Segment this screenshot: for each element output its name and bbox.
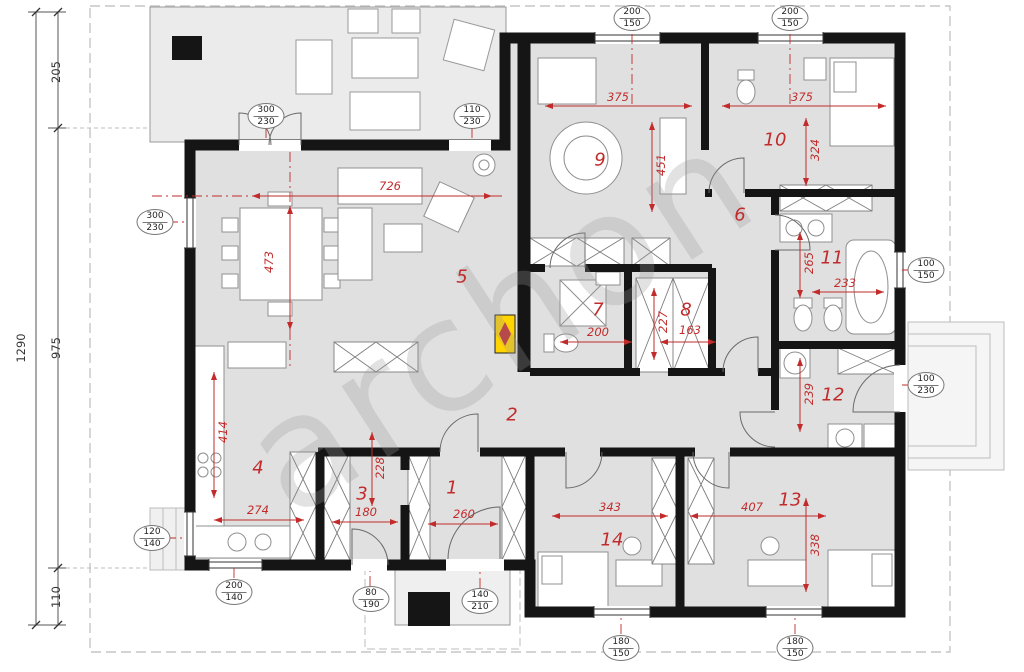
red-dimension-lines (152, 34, 912, 634)
edge-dimension-label: 975 (49, 337, 63, 359)
callout-width: 300 (142, 211, 168, 223)
dimension-label: 343 (599, 500, 621, 514)
callout-height: 230 (463, 116, 481, 127)
callout-width: 100 (913, 259, 939, 271)
room-number-3: 3 (356, 483, 368, 505)
room-number-7: 7 (592, 299, 604, 321)
windows (184, 32, 906, 618)
room-number-8: 8 (680, 299, 692, 321)
entrance-porch (364, 564, 521, 650)
furniture (193, 57, 897, 615)
dimension-label: 163 (679, 323, 701, 337)
dimension-label: 227 (656, 311, 670, 333)
dimension-label: 473 (262, 251, 276, 273)
dimension-label: 375 (791, 90, 813, 104)
callout-height: 150 (781, 18, 799, 29)
dimension-label: 451 (654, 154, 668, 176)
dimension-label: 375 (607, 90, 629, 104)
dimension-label: 414 (216, 421, 230, 443)
callout-height: 140 (143, 538, 161, 549)
room-number-4: 4 (252, 457, 264, 479)
roof-outline (89, 5, 951, 653)
dimension-label: 274 (247, 503, 269, 517)
callout-width: 110 (459, 105, 485, 117)
callout-width: 200 (777, 7, 803, 19)
dimension-chain (28, 7, 150, 630)
room-number-1: 1 (446, 477, 458, 499)
callout-height: 140 (225, 592, 243, 603)
callout-height: 150 (623, 18, 641, 29)
callout-width: 100 (913, 374, 939, 386)
callout-height: 190 (362, 599, 380, 610)
dimension-label: 260 (453, 507, 475, 521)
callout-height: 230 (257, 116, 275, 127)
dimension-label: 265 (802, 252, 816, 274)
edge-dimension-label: 110 (49, 586, 63, 608)
room-number-11: 11 (820, 247, 844, 269)
room-number-6: 6 (734, 204, 746, 226)
doors (238, 112, 901, 566)
room-number-13: 13 (778, 489, 802, 511)
callout-height: 150 (786, 648, 804, 659)
callout-height: 150 (612, 648, 630, 659)
dimension-label: 200 (587, 325, 609, 339)
callout-width: 140 (467, 590, 493, 602)
room-number-5: 5 (456, 266, 468, 288)
dimension-label: 228 (373, 457, 387, 479)
callout-height: 150 (917, 270, 935, 281)
callout-width: 80 (358, 588, 384, 600)
dimension-label: 324 (808, 139, 822, 161)
dimension-label: 726 (379, 179, 401, 193)
edge-dimension-label: 205 (49, 61, 63, 83)
callout-height: 230 (917, 385, 935, 396)
edge-dimension-label: 1290 (14, 333, 28, 363)
room-number-2: 2 (506, 404, 518, 426)
dimension-label: 180 (355, 505, 377, 519)
walls (184, 32, 906, 618)
fireplace-icon (494, 314, 516, 354)
callout-width: 180 (608, 637, 634, 649)
callout-height: 230 (146, 222, 164, 233)
dimension-label: 407 (741, 500, 763, 514)
dimension-label: 338 (808, 534, 822, 556)
dimension-label: 233 (834, 276, 856, 290)
callout-width: 180 (782, 637, 808, 649)
callout-width: 300 (253, 105, 279, 117)
callout-height: 210 (471, 601, 489, 612)
callout-width: 120 (139, 527, 165, 539)
room-number-9: 9 (594, 149, 606, 171)
room-number-10: 10 (763, 129, 787, 151)
callout-width: 200 (619, 7, 645, 19)
room-number-14: 14 (600, 529, 624, 551)
callout-width: 200 (221, 581, 247, 593)
room-number-12: 12 (821, 384, 845, 406)
dimension-label: 239 (802, 383, 816, 405)
